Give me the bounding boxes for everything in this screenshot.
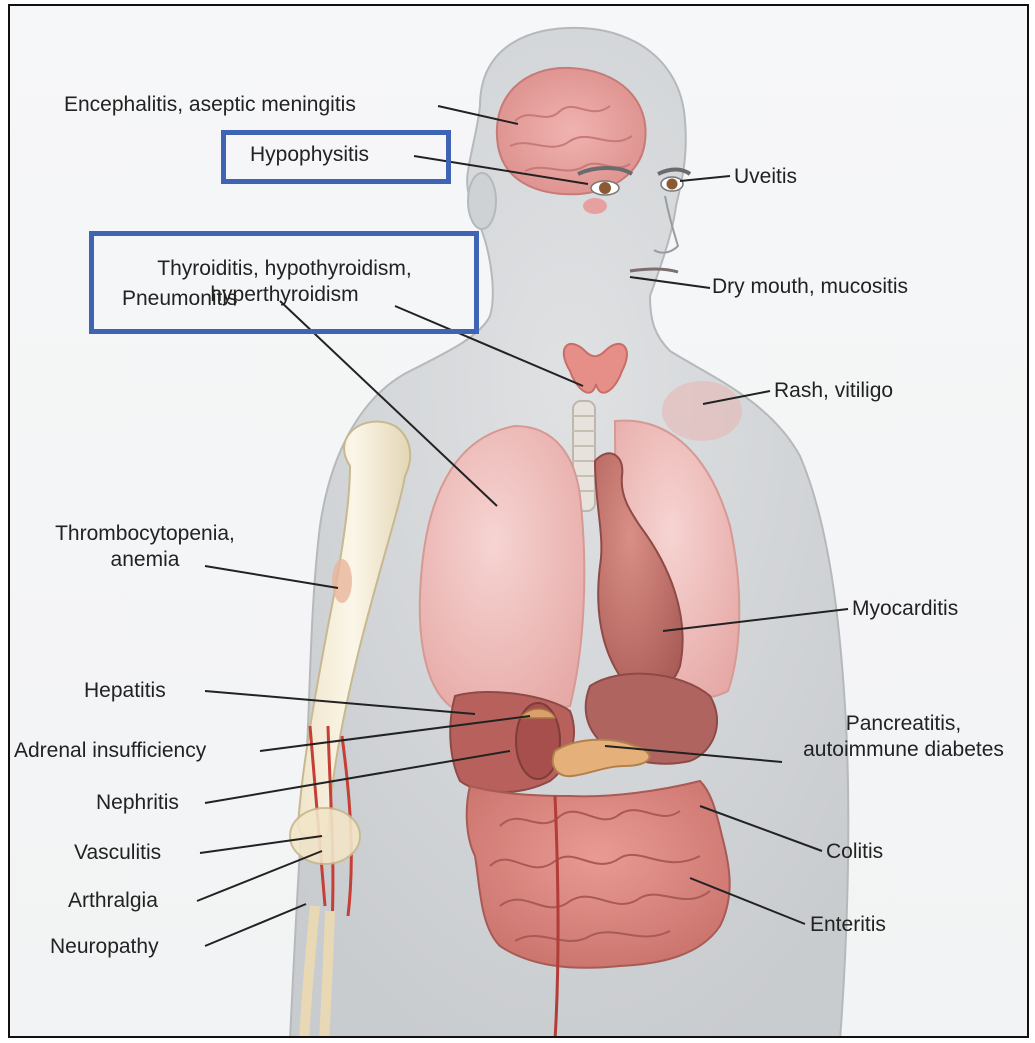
label-myocarditis: Myocarditis — [852, 596, 958, 622]
label-colitis: Colitis — [826, 839, 883, 865]
label-rash: Rash, vitiligo — [774, 378, 893, 404]
pituitary — [583, 198, 607, 214]
label-pancreatitis: Pancreatitis, autoimmune diabetes — [776, 711, 1029, 763]
label-arthralgia: Arthralgia — [68, 888, 158, 914]
label-pancreatitis-line2: autoimmune diabetes — [776, 737, 1029, 763]
label-enteritis: Enteritis — [810, 912, 886, 938]
label-thrombocytopenia-line2: anemia — [30, 547, 260, 573]
label-uveitis: Uveitis — [734, 164, 797, 190]
label-thrombocytopenia: Thrombocytopenia, anemia — [30, 521, 260, 573]
label-pancreatitis-line1: Pancreatitis, — [776, 711, 1029, 737]
leader-neuropathy — [205, 904, 306, 946]
diagram-frame: Encephalitis, aseptic meningitis Hypophy… — [8, 4, 1029, 1038]
label-thyroiditis-line1: Thyroiditis, hypothyroidism, — [112, 256, 457, 282]
label-hepatitis: Hepatitis — [84, 678, 166, 704]
label-vasculitis: Vasculitis — [74, 840, 161, 866]
label-encephalitis: Encephalitis, aseptic meningitis — [64, 92, 356, 118]
label-nephritis: Nephritis — [96, 790, 179, 816]
label-hypophysitis: Hypophysitis — [250, 142, 369, 168]
leader-uveitis — [680, 176, 730, 181]
rash-area — [662, 381, 742, 441]
label-adrenal: Adrenal insufficiency — [14, 738, 206, 764]
label-dry-mouth: Dry mouth, mucositis — [712, 274, 908, 300]
label-neuropathy: Neuropathy — [50, 934, 159, 960]
label-pneumonitis: Pneumonitis — [122, 286, 238, 312]
label-thrombocytopenia-line1: Thrombocytopenia, — [30, 521, 260, 547]
